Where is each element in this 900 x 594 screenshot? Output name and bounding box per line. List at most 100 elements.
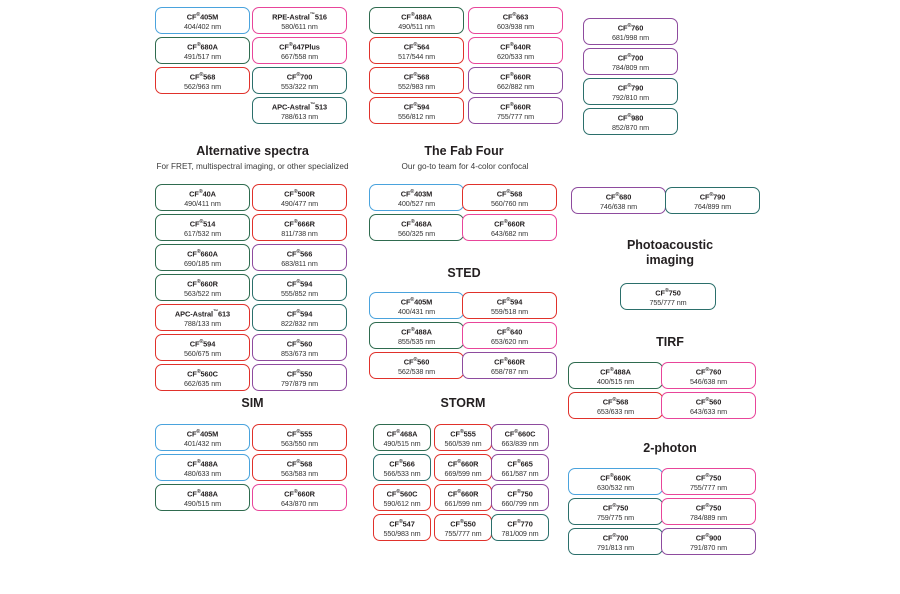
dye-name: CF®468A: [401, 219, 432, 229]
dye-ex-em: 400/527 nm: [398, 198, 435, 208]
dye-ex-em: 550/983 nm: [383, 528, 421, 538]
trademark-mark: ®: [705, 367, 710, 373]
dye-ex-em: 822/832 nm: [281, 318, 318, 328]
trademark-mark: ®: [410, 297, 415, 303]
trademark-mark: ®: [612, 503, 617, 509]
dye-ex-em: 490/411 nm: [184, 198, 221, 208]
trademark-mark: ®: [612, 533, 617, 539]
dye-name: CF®700: [286, 72, 313, 82]
dye-ex-em: 755/777 nm: [690, 482, 727, 492]
dye-ex-em: 788/613 nm: [281, 111, 318, 121]
dye-name: CF®660R: [447, 459, 479, 469]
dye-ex-em: 560/760 nm: [491, 198, 528, 208]
dye-ex-em: 660/799 nm: [501, 498, 539, 508]
dye-ex-em: 562/538 nm: [398, 366, 435, 376]
dye-name: CF®660R: [500, 102, 531, 112]
dye-name: CF®403M: [400, 189, 433, 199]
dye-ex-em: 661/587 nm: [501, 468, 539, 478]
dye-name: CF®560: [695, 397, 722, 407]
dye-ex-em: 784/809 nm: [612, 62, 649, 72]
dye-ex-em: 490/511 nm: [398, 21, 435, 31]
trademark-mark: ®: [296, 249, 301, 255]
dye-ex-em: 662/635 nm: [184, 378, 221, 388]
dye-ex-em: 517/544 nm: [398, 51, 435, 61]
dye-ex-em: 781/009 nm: [501, 528, 539, 538]
